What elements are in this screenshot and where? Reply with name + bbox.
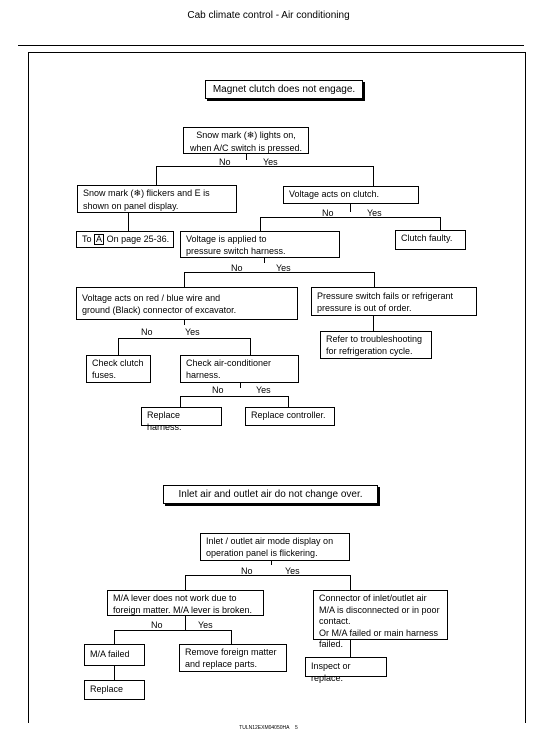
connector-line <box>118 338 119 355</box>
connector-line <box>350 640 351 657</box>
flow1-goto-reference: To A On page 25-36. <box>76 231 174 248</box>
connector-line <box>250 338 251 355</box>
connector-line <box>114 630 232 631</box>
connector-line <box>114 630 115 644</box>
connector-line <box>156 166 157 185</box>
flow1-replace-controller: Replace controller. <box>245 407 335 426</box>
label-yes: Yes <box>276 263 291 273</box>
flow1-clutch-faulty: Clutch faulty. <box>395 230 466 250</box>
goto-suffix: On page 25-36. <box>106 234 170 244</box>
section-ref-a: A <box>94 234 105 245</box>
connector-line <box>260 217 261 231</box>
flow1-a1-text-b: ) flickers and E is shown on panel displ… <box>83 188 210 211</box>
flow2-mode-display-flickering: Inlet / outlet air mode display on opera… <box>200 533 350 561</box>
flow1-q1-text-a: Snow mark ( <box>196 130 247 140</box>
label-no: No <box>231 263 243 273</box>
connector-line <box>374 272 375 287</box>
connector-line <box>185 575 186 590</box>
connector-line <box>156 166 374 167</box>
flow1-replace-harness: Replace harness. <box>141 407 222 432</box>
label-no: No <box>212 385 224 395</box>
connector-line <box>271 561 272 565</box>
connector-line <box>185 616 186 630</box>
connector-line <box>373 166 374 186</box>
flow2-title: Inlet air and outlet air do not change o… <box>163 485 378 504</box>
flow1-question-snow-mark-lights: Snow mark (❄) lights on, when A/C switch… <box>183 127 309 154</box>
connector-line <box>180 396 181 407</box>
flow2-ma-lever-not-working: M/A lever does not work due to foreign m… <box>107 590 264 616</box>
goto-prefix: To <box>82 234 92 244</box>
label-no: No <box>219 157 231 167</box>
connector-line <box>128 213 129 231</box>
label-no: No <box>322 208 334 218</box>
connector-line <box>288 396 289 407</box>
connector-line <box>350 575 351 590</box>
flow2-inspect-or-replace: Inspect or replace. <box>305 657 387 683</box>
flow1-q1-text-b: ) lights on, when A/C switch is pressed. <box>189 130 303 153</box>
connector-line <box>264 258 265 263</box>
connector-line <box>231 630 232 644</box>
flow2-ma-failed: M/A failed <box>84 644 145 666</box>
flow1-title: Magnet clutch does not engage. <box>205 80 363 99</box>
label-no: No <box>241 566 253 576</box>
connector-line <box>184 272 185 287</box>
label-yes: Yes <box>185 327 200 337</box>
flow1-voltage-acts-on-clutch: Voltage acts on clutch. <box>283 186 419 204</box>
footer-code: TULN12EXM04050HA <box>239 725 290 731</box>
label-yes: Yes <box>263 157 278 167</box>
connector-line <box>114 666 115 680</box>
flow1-check-clutch-fuses: Check clutch fuses. <box>86 355 151 383</box>
snowflake-icon: ❄ <box>133 189 142 199</box>
page-header-title: Cab climate control - Air conditioning <box>187 10 350 21</box>
content-frame <box>28 52 526 723</box>
connector-line <box>240 383 241 388</box>
page-footer: TULN12EXM04050HA 5 <box>0 725 537 731</box>
flow1-voltage-applied-pressure-switch: Voltage is applied to pressure switch ha… <box>180 231 340 258</box>
flow1-refer-refrigeration: Refer to troubleshooting for refrigerati… <box>320 331 432 359</box>
connector-line <box>185 575 350 576</box>
flow1-a1-text-a: Snow mark ( <box>83 188 134 198</box>
label-yes: Yes <box>256 385 271 395</box>
connector-line <box>118 338 250 339</box>
snowflake-icon: ❄ <box>246 131 255 141</box>
footer-page-number: 5 <box>295 725 298 731</box>
flow2-remove-foreign-matter: Remove foreign matter and replace parts. <box>179 644 287 672</box>
flow1-check-ac-harness: Check air-conditioner harness. <box>180 355 299 383</box>
flow1-snow-mark-flickers: Snow mark (❄) flickers and E is shown on… <box>77 185 237 213</box>
label-yes: Yes <box>198 620 213 630</box>
label-yes: Yes <box>285 566 300 576</box>
flow1-voltage-red-blue-wire: Voltage acts on red / blue wire and grou… <box>76 287 298 320</box>
connector-line <box>440 217 441 230</box>
connector-line <box>184 272 374 273</box>
label-no: No <box>151 620 163 630</box>
connector-line <box>350 204 351 212</box>
header-rule <box>18 45 524 46</box>
connector-line <box>180 396 288 397</box>
flow2-connector-disconnected: Connector of inlet/outlet air M/A is dis… <box>313 590 448 649</box>
connector-line <box>246 154 247 160</box>
label-no: No <box>141 327 153 337</box>
connector-line <box>373 316 374 331</box>
flow2-replace: Replace <box>84 680 145 700</box>
label-yes: Yes <box>367 208 382 218</box>
flow1-pressure-switch-fails: Pressure switch fails or refrigerant pre… <box>311 287 477 316</box>
connector-line <box>184 320 185 325</box>
connector-line <box>260 217 440 218</box>
